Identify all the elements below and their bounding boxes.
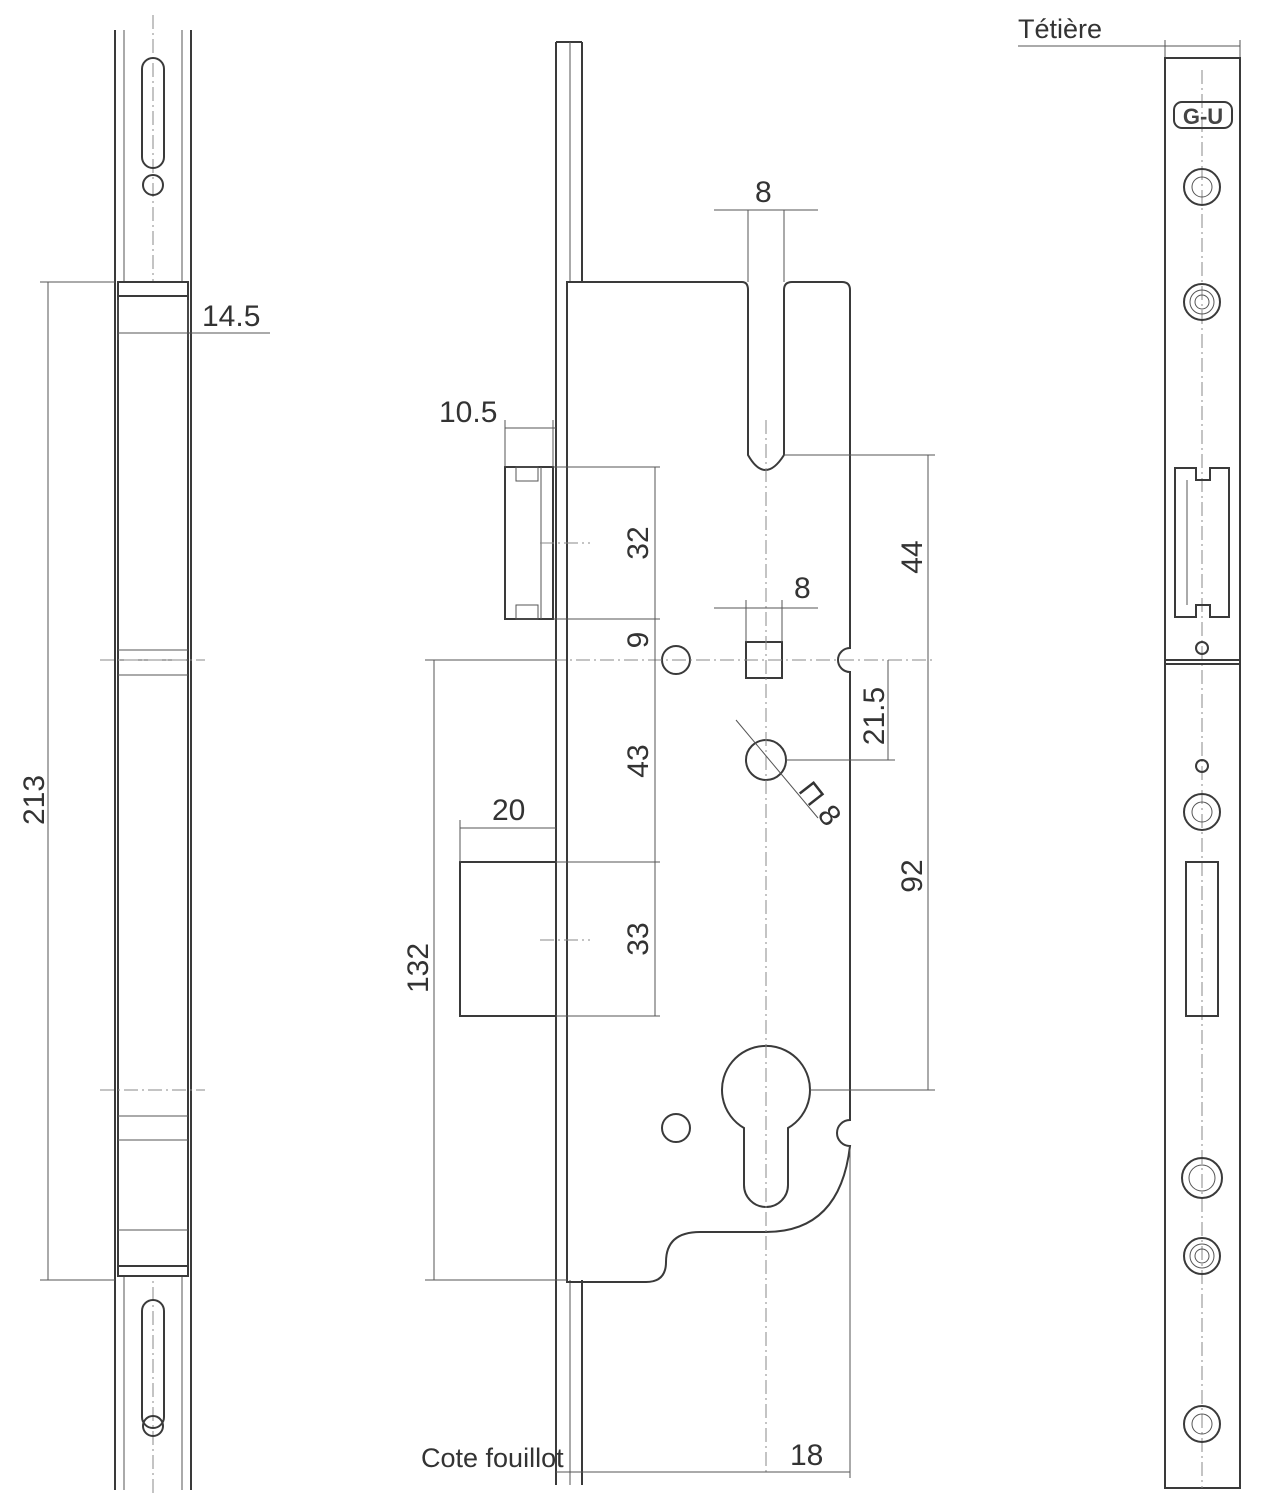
latch-opening: [1174, 467, 1230, 618]
screw-hole-inner: [1191, 1413, 1213, 1435]
screw-hole-inner: [1191, 176, 1213, 198]
deadbolt-opening: [1185, 861, 1219, 1017]
dim-43-text: 43: [622, 744, 655, 777]
small-screw-mark: [1195, 759, 1209, 773]
screw-hole-inner: [1194, 1248, 1210, 1264]
dim-8-square-text: 8: [794, 572, 811, 605]
screw-hole-inner: [1189, 289, 1215, 315]
side-case-body: [117, 281, 189, 1277]
side-top-slot: [141, 57, 165, 169]
gu-logo: G-U: [1183, 104, 1223, 129]
screw-hole: [1183, 793, 1221, 831]
screw-hole-inner: [1191, 801, 1213, 823]
fixing-hole-lower: [661, 1113, 691, 1143]
latch-bolt-notch: [515, 466, 539, 482]
screw-hole-inner: [1194, 294, 1210, 310]
screw-hole: [1183, 168, 1221, 206]
dim-8-top-text: 8: [755, 176, 772, 209]
screw-hole: [1183, 1237, 1221, 1275]
lock-case-view: 8 10.5 32 9 43 33 8 ⊓ 8 44: [402, 41, 935, 1485]
dim-21-5-text: 21.5: [858, 687, 891, 745]
screw-hole-inner: [1189, 1243, 1215, 1269]
side-bottom-hole: [142, 1415, 164, 1437]
dim-32-text: 32: [622, 526, 655, 559]
screw-hole-inner: [1188, 1164, 1216, 1192]
dim-diam-8-text: ⊓ 8: [791, 774, 847, 832]
dim-213-text: 213: [18, 775, 51, 825]
tetiere-label: Tétière: [1018, 14, 1102, 44]
screw-hole: [1181, 1157, 1223, 1199]
lock-case-outline: [566, 281, 852, 1283]
dim-9-text: 9: [622, 632, 655, 649]
dim-132-text: 132: [402, 943, 435, 993]
cote-fouillot-label: Cote fouillot: [421, 1443, 564, 1473]
deadbolt: [459, 861, 557, 1017]
screw-hole: [1183, 1405, 1221, 1443]
side-top-hole: [142, 174, 164, 196]
dim-10-5-text: 10.5: [439, 396, 497, 429]
dim-20-text: 20: [492, 794, 525, 827]
dim-diam-8-leader: [735, 719, 819, 819]
dim-44-text: 44: [896, 540, 929, 573]
dim-92-text: 92: [896, 859, 929, 892]
dim-18-text: 18: [790, 1439, 823, 1472]
gu-logo-frame: [1173, 101, 1233, 129]
faceplate-view: Tétière G-U: [1018, 14, 1241, 1489]
small-screw-mark: [1195, 641, 1209, 655]
latch-bolt-notch: [515, 604, 539, 620]
dim-33-text: 33: [622, 922, 655, 955]
dim-14-5-text: 14.5: [202, 300, 260, 333]
side-bottom-slot: [141, 1299, 165, 1429]
side-profile-view: 14.5 213: [18, 15, 270, 1495]
screw-hole: [1183, 283, 1221, 321]
